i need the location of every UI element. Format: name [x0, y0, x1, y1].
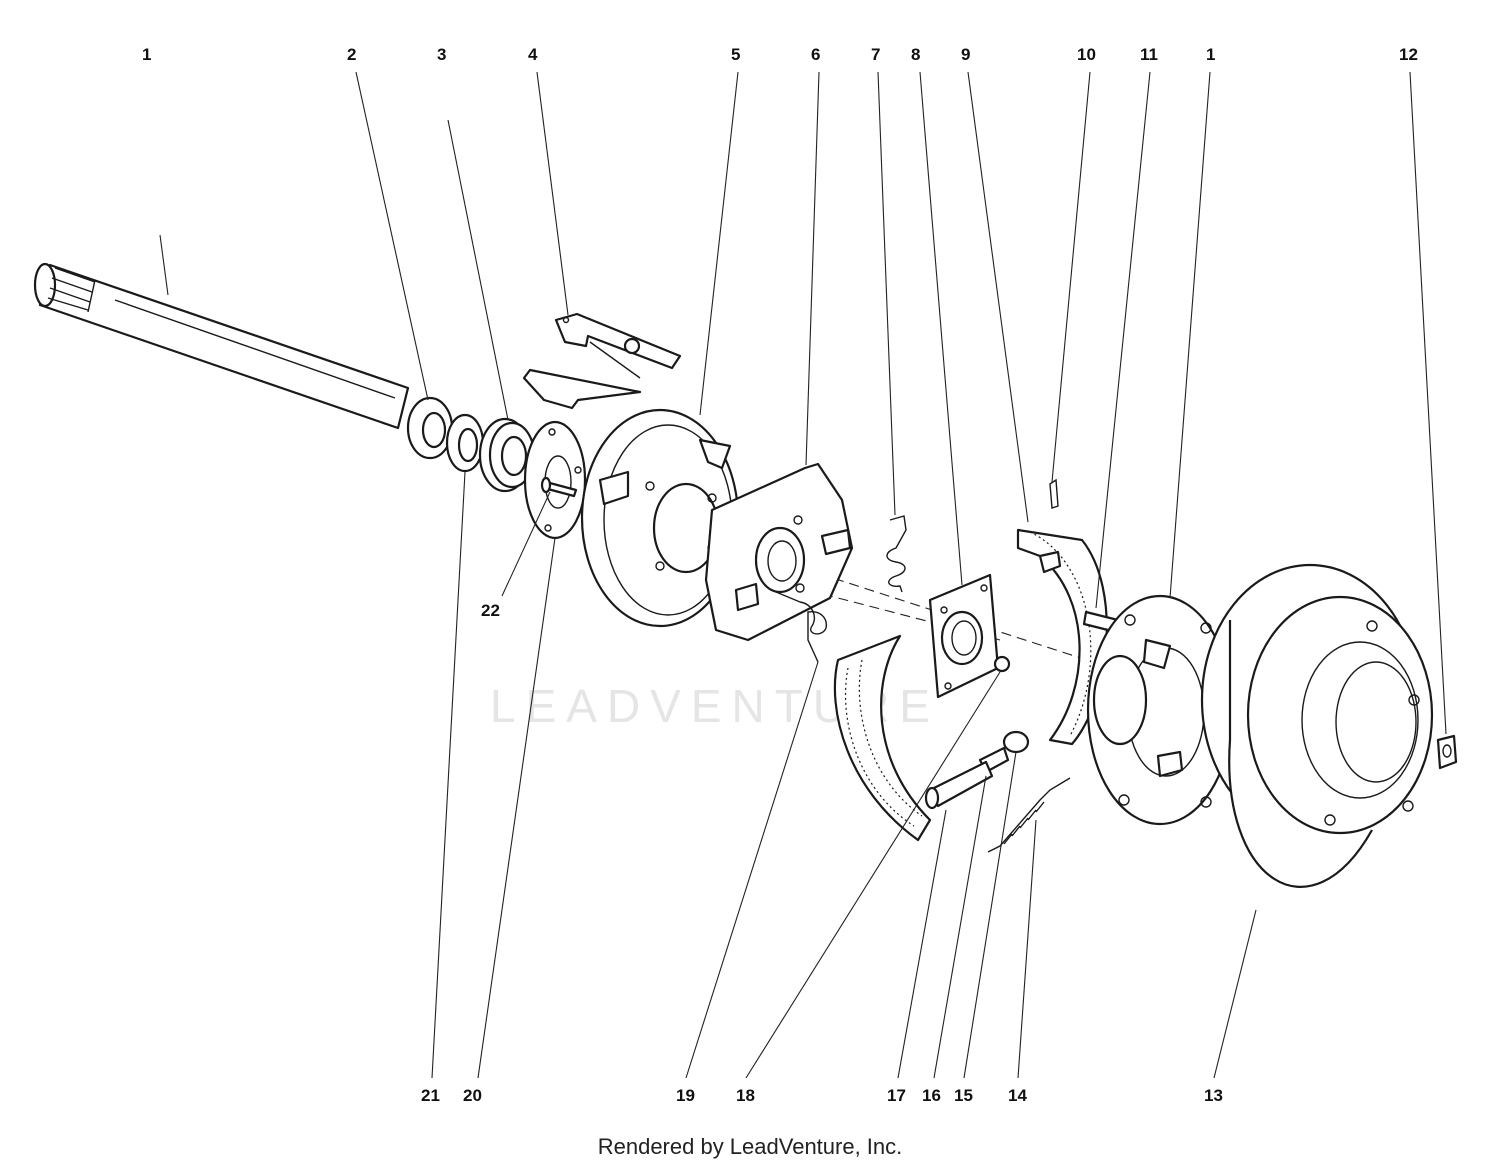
gasket-part — [523, 420, 587, 540]
callout-21: 21 — [421, 1086, 440, 1105]
callout-1-right: 1 — [1206, 45, 1215, 64]
callout-4: 4 — [528, 45, 538, 64]
leader-line-7 — [877, 71, 896, 516]
leader-line-21 — [431, 471, 466, 1079]
return-spring-part — [775, 591, 827, 663]
leader-line-3 — [447, 119, 509, 421]
leader-line-11 — [1095, 71, 1151, 609]
bearing-part — [478, 417, 536, 493]
axle-shaft-part — [33, 262, 410, 430]
bolt-part — [540, 476, 578, 498]
leader-line-13 — [1213, 909, 1257, 1079]
adjuster-assembly-part — [924, 730, 1030, 810]
callout-15: 15 — [954, 1086, 973, 1105]
leader-line-2 — [355, 71, 429, 401]
callout-22: 22 — [481, 601, 500, 620]
leader-line-10 — [1051, 71, 1091, 483]
brake-lever-part — [522, 312, 682, 410]
leader-line-22 — [501, 491, 551, 597]
callout-14: 14 — [1008, 1086, 1027, 1105]
callout-1: 1 — [142, 45, 151, 64]
leader-line-17 — [897, 809, 947, 1079]
callout-20: 20 — [463, 1086, 482, 1105]
leader-line-9 — [967, 71, 1029, 523]
leader-line-19 — [685, 661, 819, 1079]
callout-17: 17 — [887, 1086, 906, 1105]
callout-8: 8 — [911, 45, 920, 64]
leader-line-12 — [1409, 71, 1447, 735]
callout-10: 10 — [1077, 45, 1096, 64]
credit-text: Rendered by LeadVenture, Inc. — [597, 1134, 903, 1159]
leader-line-18 — [745, 671, 1001, 1079]
backing-plate-part — [580, 408, 740, 628]
hub-part — [1086, 594, 1234, 826]
leader-line-15 — [963, 751, 1017, 1079]
leader-line-1 — [159, 234, 169, 296]
callout-13: 13 — [1204, 1086, 1223, 1105]
leader-line-14 — [1017, 819, 1037, 1079]
callout-2: 2 — [347, 45, 356, 64]
anchor-plate-part — [704, 462, 854, 642]
pin-part — [1049, 478, 1059, 509]
callout-18: 18 — [736, 1086, 755, 1105]
callout-9: 9 — [961, 45, 970, 64]
callout-7: 7 — [871, 45, 880, 64]
spacer-ring-part — [445, 413, 485, 473]
cover-plate-part — [928, 573, 1000, 699]
callout-5: 5 — [731, 45, 740, 64]
leader-line-5 — [699, 71, 739, 416]
leader-line-20 — [477, 537, 556, 1079]
brake-drum-part — [1200, 563, 1434, 888]
assembly-axis-line — [559, 489, 1181, 691]
brake-shoe-lower-part — [833, 634, 1011, 842]
leader-line-6 — [805, 71, 820, 466]
leader-line-4 — [536, 71, 569, 316]
seal-part — [406, 396, 454, 460]
hold-down-spring-part — [886, 515, 907, 593]
leader-line-16 — [933, 775, 987, 1079]
lug-nut-part — [1436, 734, 1458, 770]
leader-line-8 — [919, 71, 963, 586]
callout-12: 12 — [1399, 45, 1418, 64]
callout-16: 16 — [922, 1086, 941, 1105]
leader-line-1b — [1169, 71, 1211, 599]
adjuster-spring-part — [987, 777, 1071, 853]
callout-6: 6 — [811, 45, 820, 64]
callout-3: 3 — [437, 45, 446, 64]
callout-19: 19 — [676, 1086, 695, 1105]
callout-11: 11 — [1140, 45, 1158, 64]
